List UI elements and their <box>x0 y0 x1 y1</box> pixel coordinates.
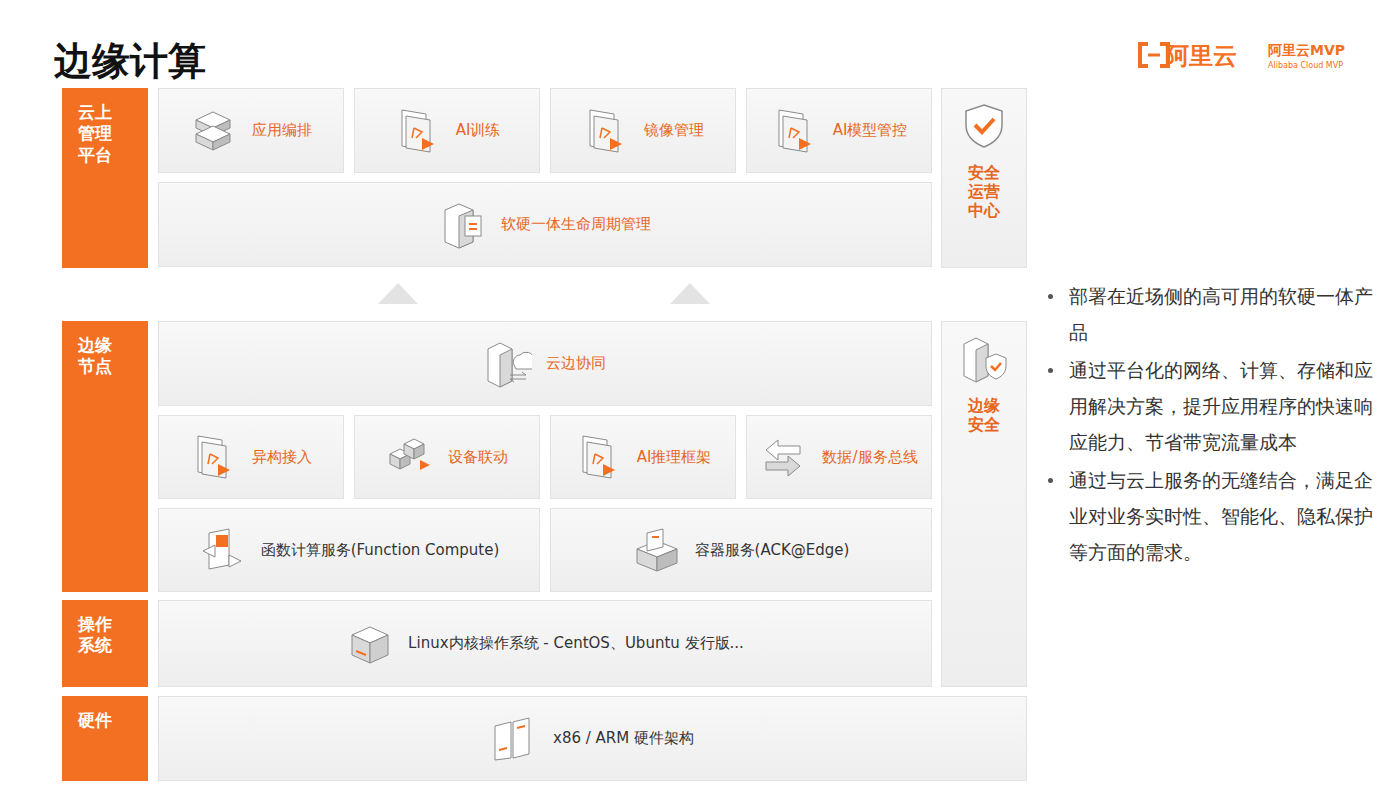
srvshield-icon <box>960 334 1008 384</box>
node-text: x86 / ARM 硬件架构 <box>553 729 694 748</box>
server-icon <box>439 200 487 250</box>
module-box: 设备联动 <box>354 415 540 499</box>
node-text: 安全运营中心 <box>968 163 1000 221</box>
doc-icon <box>575 432 623 482</box>
bullet-text: 部署在近场侧的高可用的软硬一体产品 <box>1069 285 1373 343</box>
module-box: 容器服务(ACK@Edge) <box>550 508 932 592</box>
node-text: AI模型管控 <box>833 121 908 140</box>
up-triangle <box>670 283 710 304</box>
bullet-item: 通过与云上服务的无缝结合，满足企业对业务实时性、智能化、隐私保护等方面的需求。 <box>1045 462 1383 570</box>
module-box: 云边协同 <box>158 321 932 406</box>
layer-band: 边缘节点 <box>62 321 148 592</box>
node-text: 软硬一体生命周期管理 <box>501 215 651 234</box>
bullet-list: 部署在近场侧的高可用的软硬一体产品通过平台化的网络、计算、存储和应用解决方案，提… <box>1045 278 1383 572</box>
bullet-item: 部署在近场侧的高可用的软硬一体产品 <box>1045 278 1383 350</box>
bullet-dot <box>1048 478 1053 483</box>
layer-band: 云上管理平台 <box>62 88 148 268</box>
node-text: 设备联动 <box>448 448 508 467</box>
stack-icon <box>190 106 238 156</box>
node-text: 应用编排 <box>252 121 312 140</box>
shield-icon <box>960 101 1008 151</box>
linux-icon <box>346 619 394 669</box>
cube-icon <box>386 432 434 482</box>
layer-band: 硬件 <box>62 696 148 781</box>
node-text: 边缘节点 <box>78 335 112 378</box>
node-text: AI推理框架 <box>637 448 712 467</box>
node-text: 云上管理平台 <box>78 102 112 166</box>
module-box: 软硬一体生命周期管理 <box>158 182 932 267</box>
fn-icon <box>199 525 247 575</box>
bullet-text: 通过平台化的网络、计算、存储和应用解决方案，提升应用程序的快速响应能力、节省带宽… <box>1069 359 1373 453</box>
security-column: 边缘安全 <box>941 321 1027 687</box>
node-text: 操作系统 <box>78 614 112 657</box>
node-text: 镜像管理 <box>644 121 704 140</box>
doc-icon <box>771 106 819 156</box>
chips-icon <box>491 714 539 764</box>
logo-text: 阿里云 <box>1165 40 1237 72</box>
bullet-dot <box>1048 294 1053 299</box>
doc-icon <box>190 432 238 482</box>
module-box: 应用编排 <box>158 88 344 173</box>
swap-icon <box>760 432 808 482</box>
module-box: 镜像管理 <box>550 88 736 173</box>
module-box: AI推理框架 <box>550 415 736 499</box>
node-text: AI训练 <box>456 121 501 140</box>
up-triangle <box>378 283 418 304</box>
logo-text: 阿里云MVP <box>1268 42 1345 60</box>
node-text: 云边协同 <box>546 354 606 373</box>
module-box: x86 / ARM 硬件架构 <box>158 696 1027 781</box>
aliyun-logo-icon <box>1140 44 1168 66</box>
cloud-icon <box>484 339 532 389</box>
doc-icon <box>394 106 442 156</box>
bullet-item: 通过平台化的网络、计算、存储和应用解决方案，提升应用程序的快速响应能力、节省带宽… <box>1045 352 1383 460</box>
bullet-dot <box>1048 368 1053 373</box>
node-text: 边缘安全 <box>968 396 1000 434</box>
security-column: 安全运营中心 <box>941 88 1027 268</box>
module-box: Linux内核操作系统 - CentOS、Ubuntu 发行版... <box>158 600 932 687</box>
module-box: AI模型管控 <box>746 88 932 173</box>
node-text: 容器服务(ACK@Edge) <box>695 541 850 560</box>
node-text: 硬件 <box>78 710 112 731</box>
module-box: AI训练 <box>354 88 540 173</box>
module-box: 数据/服务总线 <box>746 415 932 499</box>
container-icon <box>633 525 681 575</box>
module-box: 函数计算服务(Function Compute) <box>158 508 540 592</box>
bullet-text: 通过与云上服务的无缝结合，满足企业对业务实时性、智能化、隐私保护等方面的需求。 <box>1069 469 1373 563</box>
node-text: 异构接入 <box>252 448 312 467</box>
node-text: 数据/服务总线 <box>822 448 917 467</box>
diagram-title: 边缘计算 <box>54 36 206 87</box>
node-text: 函数计算服务(Function Compute) <box>261 541 500 560</box>
logo-text: Alibaba Cloud MVP <box>1268 61 1343 70</box>
layer-band: 操作系统 <box>62 600 148 687</box>
module-box: 异构接入 <box>158 415 344 499</box>
doc-icon <box>582 106 630 156</box>
node-text: Linux内核操作系统 - CentOS、Ubuntu 发行版... <box>408 634 744 653</box>
